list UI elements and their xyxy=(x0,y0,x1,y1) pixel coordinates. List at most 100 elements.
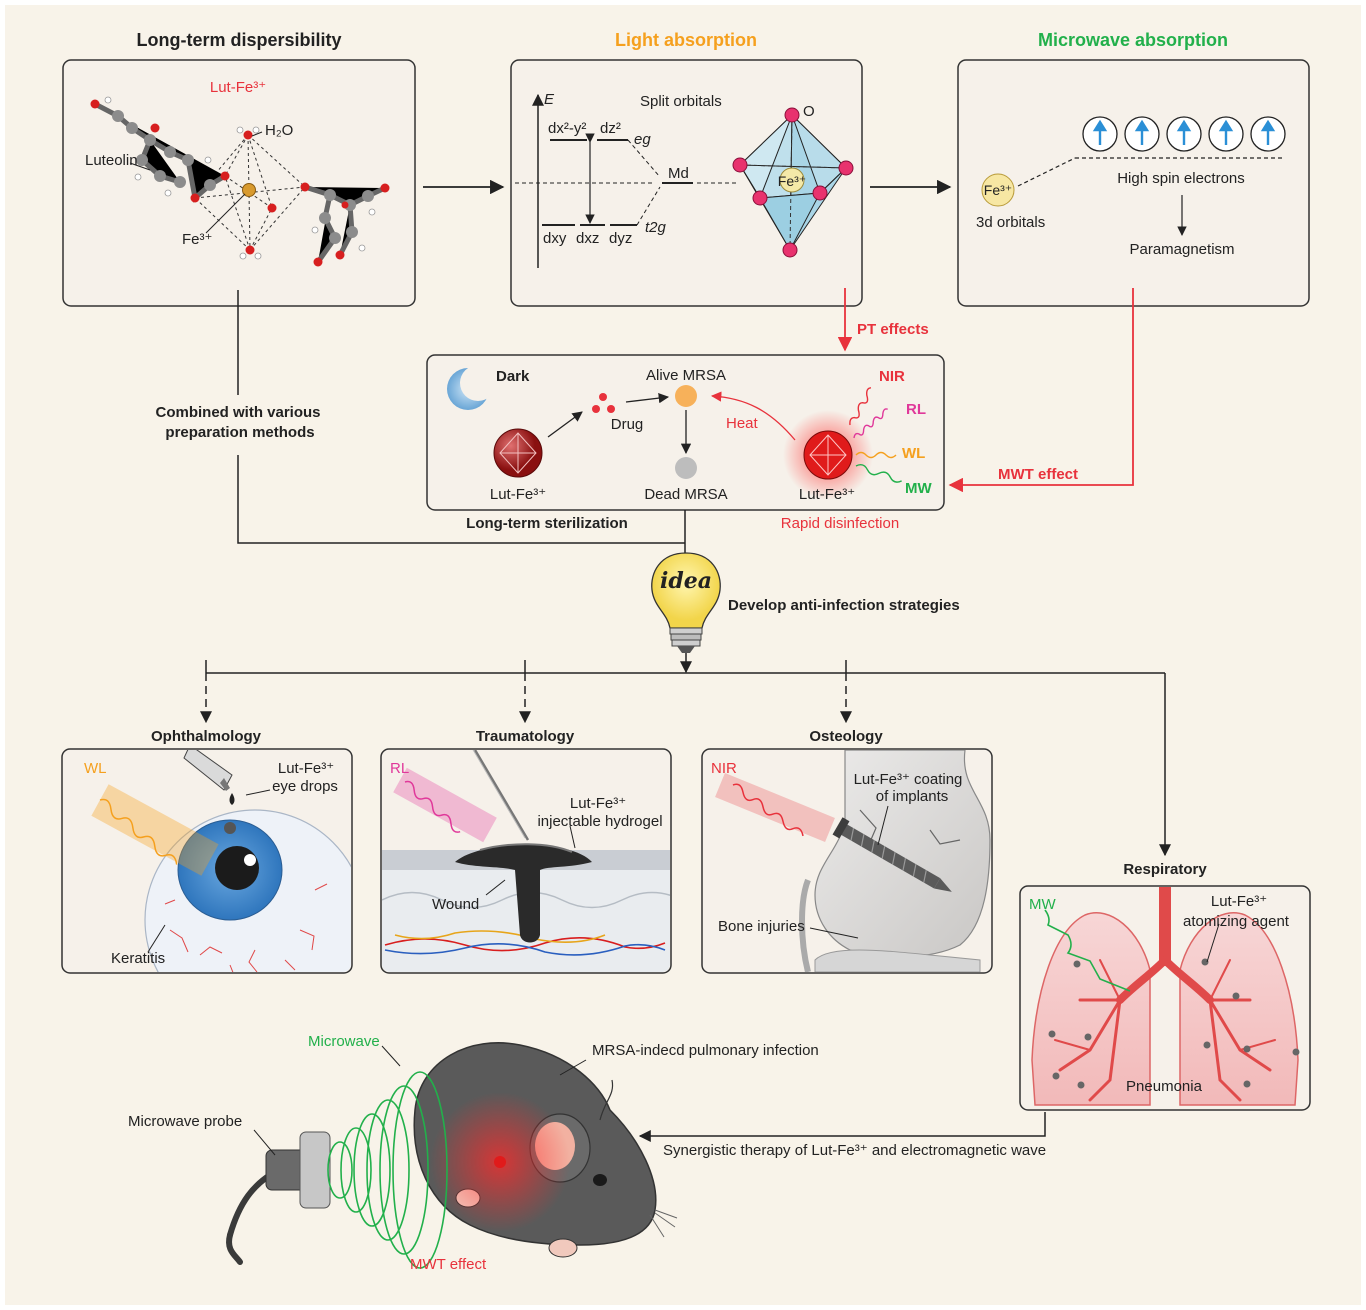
water-label: H₂O xyxy=(265,122,294,139)
infection-label: MRSA-indecd pulmonary infection xyxy=(592,1042,819,1059)
wl-label: WL xyxy=(902,445,926,462)
sterilization-illustration xyxy=(447,365,902,500)
microwave-coil-loop xyxy=(366,1099,410,1241)
microwave-label: Microwave xyxy=(308,1033,380,1050)
synergy-arrow xyxy=(638,1112,1046,1142)
t2g-label: t2g xyxy=(645,219,666,236)
combined-line-bottom xyxy=(237,455,685,544)
microwave-coil xyxy=(327,1071,448,1269)
spin-label: High spin electrons xyxy=(1117,170,1245,187)
wound-label: Wound xyxy=(432,896,480,913)
sterilization-label: Long-term sterilization xyxy=(466,515,628,532)
mouse-mwt-label: MWT effect xyxy=(410,1256,487,1273)
spin-up-arrow-icon xyxy=(1218,119,1234,145)
luteolin-label: Luteolin xyxy=(85,152,138,169)
spin-up-arrow-icon xyxy=(1260,119,1276,145)
lut-left-label: Lut-Fe³⁺ xyxy=(489,486,547,503)
coating-line1: Lut-Fe³⁺ coating xyxy=(853,771,963,788)
lut-fe-label: Lut-Fe³⁺ xyxy=(209,79,267,96)
ophthalmology-title: Ophthalmology xyxy=(151,728,261,745)
combined-line1: Combined with various xyxy=(155,404,321,421)
synergy-label: Synergistic therapy of Lut-Fe³⁺ and elec… xyxy=(663,1142,1047,1159)
mwt-effect-label: MWT effect xyxy=(998,466,1078,483)
hydrogel-line2: injectable hydrogel xyxy=(537,813,663,830)
microwave-title: Microwave absorption xyxy=(1037,30,1229,50)
light-title: Light absorption xyxy=(615,30,757,50)
pt-effects-label: PT effects xyxy=(857,321,929,338)
osteo-light-label: NIR xyxy=(711,760,737,777)
drug-label: Drug xyxy=(610,416,644,433)
fe-label: Fe³⁺ xyxy=(182,231,213,248)
keratitis-label: Keratitis xyxy=(111,950,166,967)
center-fe-label: Fe³⁺ xyxy=(777,173,807,189)
dispersibility-title: Long-term dispersibility xyxy=(136,30,342,50)
hydrogel-line1: Lut-Fe³⁺ xyxy=(569,795,627,812)
microwave-coil-loop xyxy=(379,1085,429,1255)
distribution-tree xyxy=(200,660,1171,857)
energy-axis-label: E xyxy=(544,91,555,108)
dead-mrsa-label: Dead MRSA xyxy=(644,486,728,503)
lung-illustration xyxy=(1031,887,1300,1106)
dxy-label: dxy xyxy=(543,230,567,247)
dx2y2-label: dx²-y² xyxy=(548,120,587,137)
spin-electron-group xyxy=(1082,116,1286,152)
resp-light-label: MW xyxy=(1029,896,1056,913)
bone-illustration xyxy=(715,750,991,972)
spin-up-arrow-icon xyxy=(1134,119,1150,145)
split-orbitals-label: Split orbitals xyxy=(640,93,722,110)
eye-illustration xyxy=(91,750,351,972)
mouse-illustration xyxy=(413,1042,678,1258)
wound-illustration xyxy=(382,750,670,972)
eg-label: eg xyxy=(634,131,651,148)
nir-label: NIR xyxy=(879,368,905,385)
agent-line1: Lut-Fe³⁺ xyxy=(1210,893,1268,910)
pneumonia-label: Pneumonia xyxy=(1126,1078,1202,1095)
bone-label: Bone injuries xyxy=(718,918,805,935)
rl-label: RL xyxy=(906,401,926,418)
molecule-illustration xyxy=(90,96,390,267)
dark-label: Dark xyxy=(496,368,530,385)
oph-light-label: WL xyxy=(84,760,107,777)
coating-line2: of implants xyxy=(875,788,949,805)
respiratory-title: Respiratory xyxy=(1123,861,1207,878)
develop-label: Develop anti-infection strategies xyxy=(728,597,960,614)
idea-bulb-icon xyxy=(651,552,721,653)
combined-line2: preparation methods xyxy=(165,424,315,441)
heat-label: Heat xyxy=(726,415,758,432)
disinfection-label: Rapid disinfection xyxy=(780,515,900,532)
microwave-probe-icon xyxy=(226,1129,331,1265)
energy-diagram xyxy=(515,93,737,268)
mw-fe-label: Fe³⁺ xyxy=(983,182,1013,198)
microwave-leader xyxy=(381,1045,401,1067)
eye-drops-line2: eye drops xyxy=(272,778,338,795)
dxz-label: dxz xyxy=(576,230,600,247)
mw-label: MW xyxy=(905,480,932,497)
traumatology-title: Traumatology xyxy=(475,728,575,745)
lut-right-label: Lut-Fe³⁺ xyxy=(798,486,856,503)
microwave-coil-loop xyxy=(340,1127,372,1213)
md-label: Md xyxy=(668,165,689,182)
dz2-label: dz² xyxy=(600,120,621,137)
dyz-label: dyz xyxy=(609,230,633,247)
octahedron-illustration xyxy=(732,107,854,258)
eye-drops-line1: Lut-Fe³⁺ xyxy=(277,760,335,777)
microwave-coil-loop xyxy=(392,1071,448,1269)
alive-mrsa-label: Alive MRSA xyxy=(645,367,727,384)
idea-label: idea xyxy=(660,568,712,594)
orbitals-label: 3d orbitals xyxy=(976,214,1046,231)
dispersibility-panel xyxy=(62,59,416,307)
para-label: Paramagnetism xyxy=(1129,241,1235,258)
oxygen-label: O xyxy=(803,103,815,120)
osteology-title: Osteology xyxy=(809,728,883,745)
mwt-effect-arrow xyxy=(948,288,1134,493)
spin-illustration xyxy=(981,157,1285,236)
agent-line2: atomizing agent xyxy=(1183,913,1289,930)
microwave-coil-loop xyxy=(327,1141,353,1199)
spin-up-arrow-icon xyxy=(1176,119,1192,145)
spin-up-arrow-icon xyxy=(1092,119,1108,145)
trauma-light-label: RL xyxy=(390,760,410,777)
probe-label: Microwave probe xyxy=(128,1113,243,1130)
microwave-coil-loop xyxy=(353,1113,391,1227)
